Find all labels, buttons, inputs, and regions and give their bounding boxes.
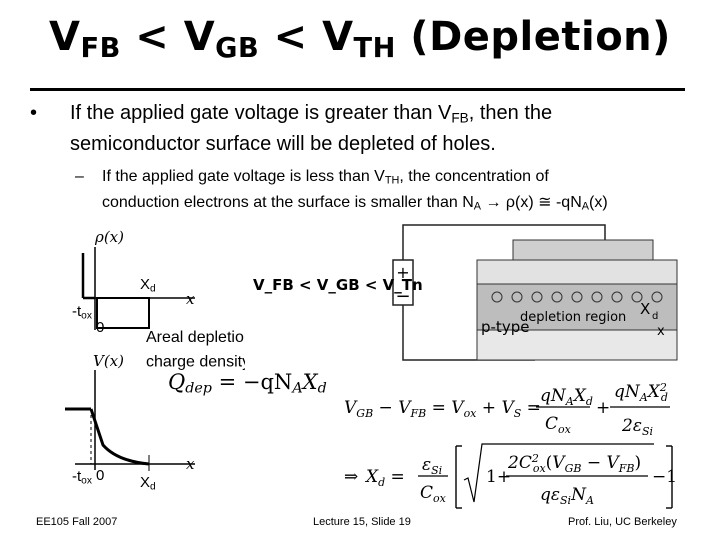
footer-slide-number: Lecture 15, Slide 19 — [313, 516, 411, 528]
v-potential-curve — [89, 408, 150, 466]
dash-marker: – — [75, 168, 84, 185]
svg-text:⇒: ⇒ — [344, 467, 358, 487]
vgb-equation: VGB − VFB = Vox + VS = qNAXd Cox + qNAX2… — [344, 381, 670, 438]
svg-text:Xd =: Xd = — [364, 467, 405, 489]
svg-text:Cox: Cox — [420, 483, 447, 505]
svg-text:εSi: εSi — [422, 455, 442, 477]
depletion-label: depletion region — [520, 310, 626, 325]
rho-xd-label: Xd — [140, 276, 156, 295]
rho-depletion-block — [96, 297, 150, 329]
svg-text:Cox: Cox — [545, 414, 572, 436]
gate-electrode — [512, 239, 654, 261]
v-x-label: x — [186, 455, 195, 473]
title-underline — [30, 88, 685, 91]
svg-text:qNAXd: qNAXd — [540, 386, 593, 408]
device-xd-label: X — [640, 300, 650, 318]
rho-tox-label: -tox — [72, 303, 92, 322]
slide-title: VFB < VGB < VTH (Depletion) — [49, 14, 671, 64]
svg-text:+: + — [596, 398, 610, 418]
bullet-marker: • — [30, 102, 38, 124]
rho-y-label: ρ(x) — [95, 228, 124, 246]
v-xd-label: Xd — [140, 474, 156, 493]
rho-zero-label: 0 — [96, 319, 105, 336]
svg-text:d: d — [652, 311, 658, 322]
svg-text:qεSiNA: qεSiNA — [540, 485, 594, 507]
mos-device-diagram: + − V_FB < V_GB < V_Tn depletion region … — [245, 220, 680, 370]
svg-text:−1: −1 — [652, 467, 675, 487]
device-x-label: x — [657, 324, 665, 339]
footer-author: Prof. Liu, UC Berkeley — [568, 516, 677, 528]
v-tox-label: -tox — [72, 468, 92, 487]
v-y-label: V(x) — [93, 352, 124, 370]
svg-text:VGB − VFB = Vox + VS =: VGB − VFB = Vox + VS = — [344, 398, 541, 420]
minus-sign: − — [395, 286, 410, 307]
v-zero-label: 0 — [96, 467, 105, 484]
charge-density-plot — [81, 247, 195, 330]
battery-icon — [392, 259, 414, 306]
oxide-layer — [476, 259, 678, 285]
bullet-2-text: If the applied gate voltage is less than… — [102, 168, 608, 213]
potential-plot — [65, 370, 195, 471]
qdep-formula: Qdep = −qNAXd — [168, 370, 327, 397]
svg-text:1+: 1+ — [486, 467, 511, 487]
bias-condition: V_FB < V_GB < V_Tn — [253, 276, 423, 294]
svg-text:2εSi: 2εSi — [621, 416, 653, 438]
rho-x-label: x — [186, 290, 195, 308]
bullet-1-text: If the applied gate voltage is greater t… — [70, 102, 553, 156]
p-type-label: p-type — [481, 318, 529, 336]
footer-course: EE105 Fall 2007 — [36, 516, 118, 528]
p-type-substrate — [476, 329, 678, 361]
plus-sign: + — [396, 263, 409, 282]
